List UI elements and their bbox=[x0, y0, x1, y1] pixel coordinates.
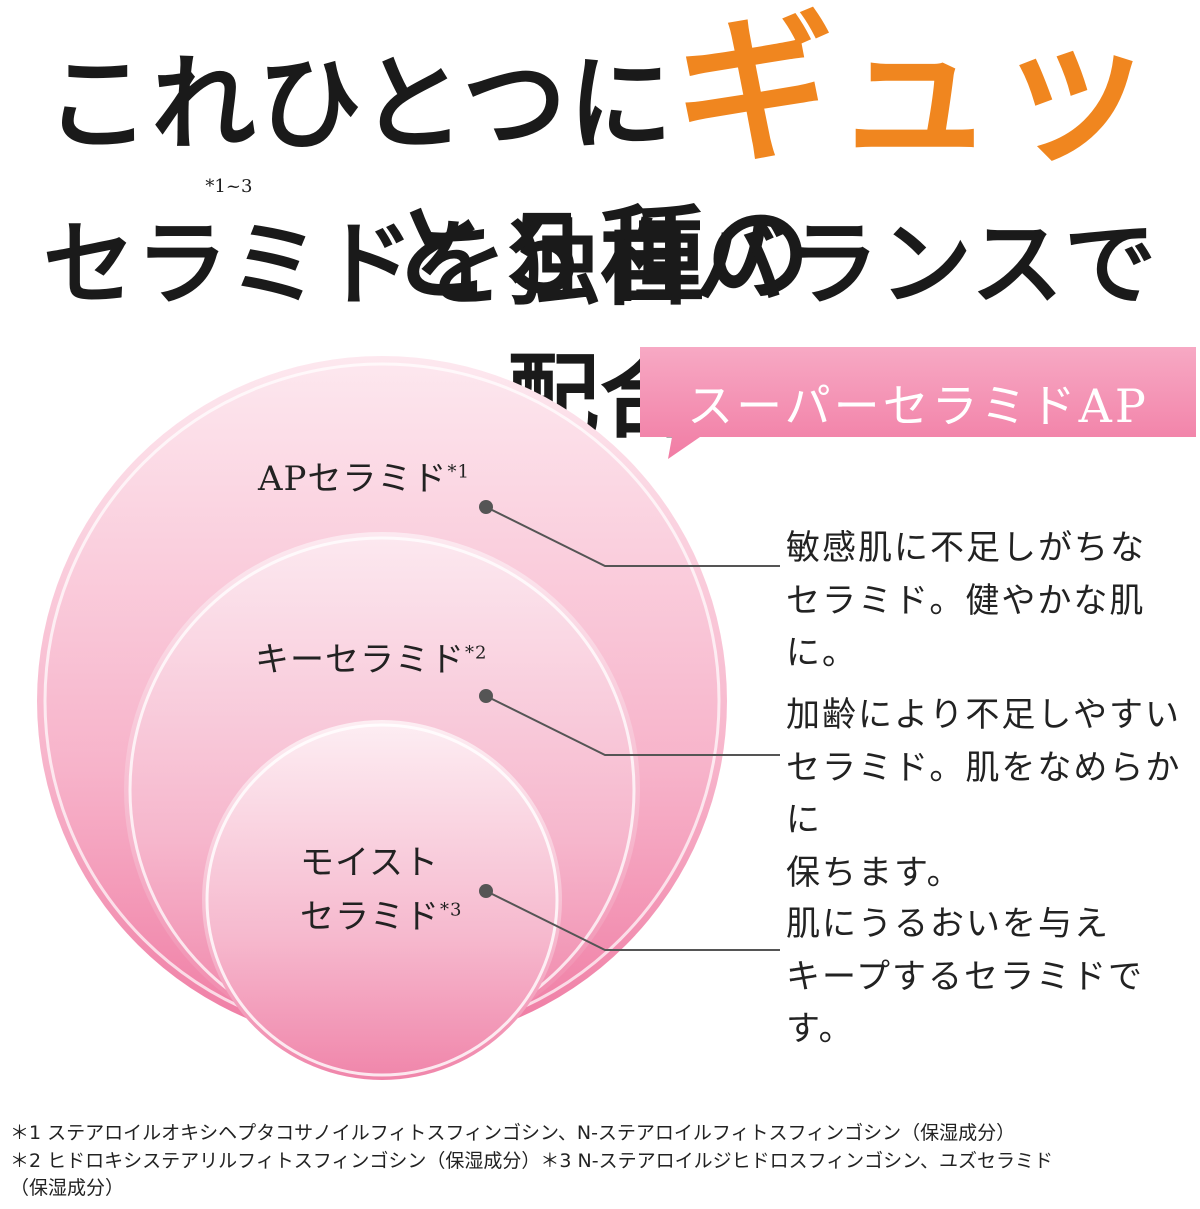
leader-dot-ap bbox=[479, 500, 493, 514]
desc-moist-line: 肌にうるおいを与え bbox=[786, 904, 1110, 944]
desc-key-line: 保ちます。 bbox=[786, 853, 963, 894]
headline-line2-part1: セラミド bbox=[42, 210, 415, 318]
leader-line-ap bbox=[485, 506, 780, 567]
ring-label-moist-line2: セラミド bbox=[300, 897, 440, 938]
desc-moist: 肌にうるおいを与え キープするセラミドです。 bbox=[786, 898, 1200, 1056]
leader-dot-moist bbox=[479, 884, 493, 898]
leader-dot-key bbox=[479, 689, 493, 703]
headline-ceramide-word: セラミド *1~3 bbox=[42, 176, 415, 323]
ring-inner-highlight bbox=[205, 723, 559, 1077]
ring-label-moist-line1: モイスト bbox=[300, 843, 439, 883]
desc-ap-line: セラミド。健やかな肌に。 bbox=[786, 580, 1146, 674]
headline-line1: これひとつにギュッと５種の bbox=[0, 10, 1200, 316]
headline-text-after: と５種の bbox=[387, 193, 812, 316]
badge-shape bbox=[640, 347, 1196, 459]
headline-text-before: これひとつに bbox=[45, 42, 675, 165]
leader-line-moist bbox=[485, 890, 780, 951]
footnote-continuation: （保湿成分） bbox=[10, 1177, 125, 1200]
ring-label-ap-mark: *1 bbox=[447, 461, 470, 483]
footnotes: ＊1 ステアロイルオキシヘプタコサノイルフィトスフィンゴシン、N-ステアロイルフ… bbox=[10, 1120, 1190, 1203]
headline-accent-text: ギュッ bbox=[674, 0, 1155, 184]
ring-label-key: キーセラミド*2 bbox=[255, 633, 487, 687]
badge-label: スーパーセラミドAP bbox=[687, 379, 1149, 433]
ring-label-moist: モイストセラミド*3 bbox=[300, 836, 462, 945]
ring-label-ap: APセラミド*1 bbox=[258, 452, 470, 506]
leader-line-key bbox=[485, 695, 780, 756]
footnote-2-3: ＊2 ヒドロキシステアリルフィトスフィンゴシン（保湿成分）＊3 N-ステアロイル… bbox=[10, 1149, 1054, 1172]
desc-key-line: セラミド。肌をなめらかに bbox=[786, 747, 1182, 841]
desc-ap-line: 敏感肌に不足しがちな bbox=[786, 528, 1146, 568]
ceramide-ring-diagram bbox=[37, 356, 780, 1080]
desc-key: 加齢により不足しやすい セラミド。肌をなめらかに 保ちます。 bbox=[786, 689, 1200, 900]
ring-label-moist-mark: *3 bbox=[440, 900, 463, 922]
footnote-1: ＊1 ステアロイルオキシヘプタコサノイルフィトスフィンゴシン、N-ステアロイルフ… bbox=[10, 1122, 1016, 1144]
desc-moist-line: キープするセラミドです。 bbox=[786, 956, 1144, 1050]
desc-ap: 敏感肌に不足しがちな セラミド。健やかな肌に。 bbox=[786, 522, 1200, 680]
ring-label-key-text: キーセラミド bbox=[255, 640, 465, 680]
ring-label-key-mark: *2 bbox=[465, 642, 488, 664]
super-ceramide-badge bbox=[640, 347, 1196, 459]
ring-inner bbox=[202, 720, 562, 1080]
ring-label-ap-text: APセラミド bbox=[258, 459, 448, 499]
headline-footnote-mark: *1~3 bbox=[205, 176, 253, 197]
desc-key-line: 加齢により不足しやすい bbox=[786, 695, 1181, 735]
